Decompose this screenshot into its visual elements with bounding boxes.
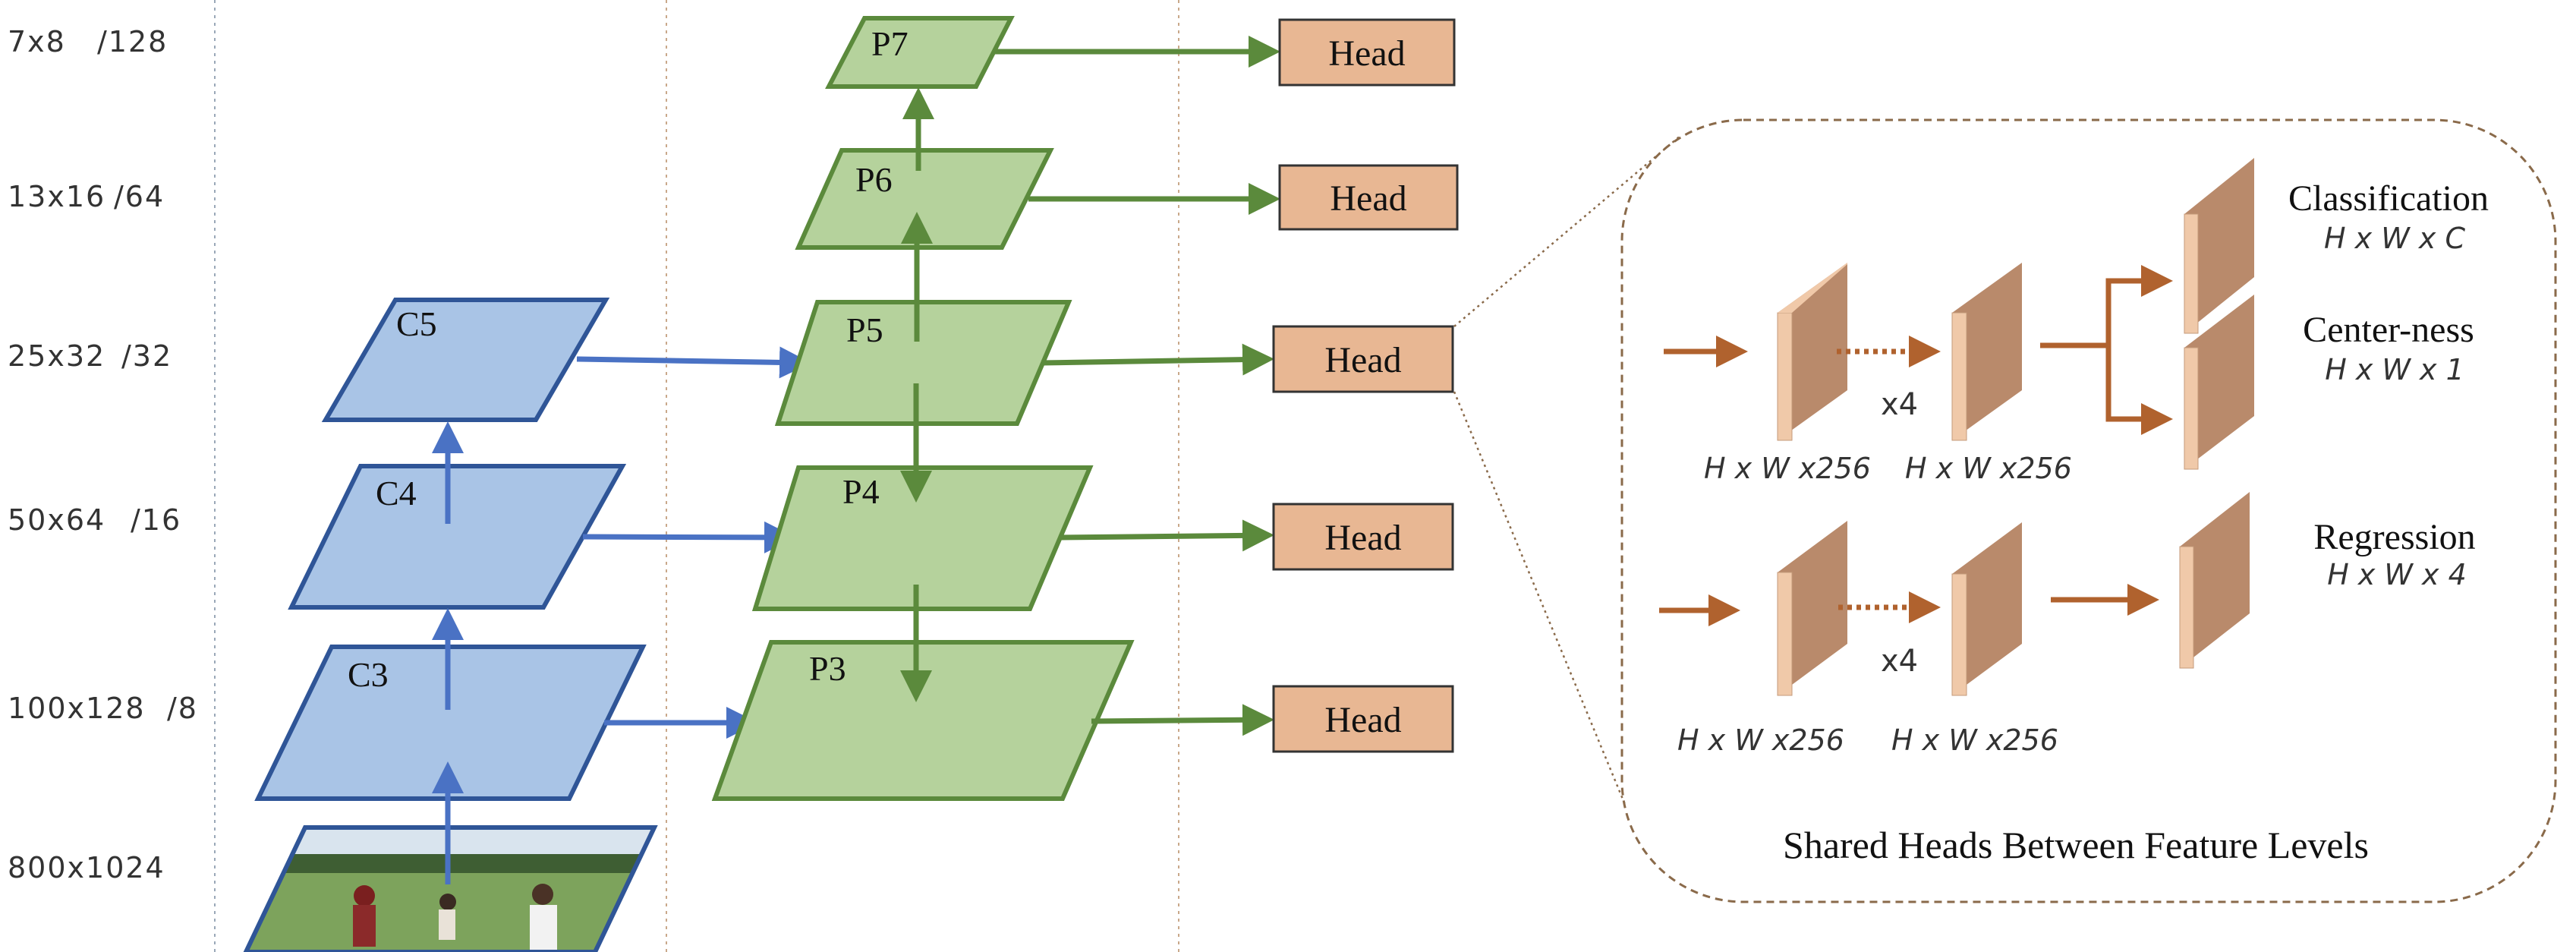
conv-block bbox=[1777, 263, 1847, 441]
zoom-lines bbox=[1453, 134, 1682, 807]
head-arrow bbox=[1041, 343, 1274, 376]
head-arrow bbox=[1058, 519, 1274, 552]
output-title: Regression bbox=[2313, 517, 2475, 557]
head-box bbox=[1278, 18, 1456, 87]
backbone-level-c4 bbox=[288, 464, 627, 610]
backbone-levels: C5 C4 C3 bbox=[254, 298, 647, 801]
pyramid-vertical-arrows bbox=[900, 87, 934, 702]
feature-dim-label: H x W x256 bbox=[1704, 452, 1871, 485]
shared-head-panel: x4 H x W x256 H x W x256 Classification … bbox=[1620, 118, 2557, 903]
head-arrows bbox=[993, 36, 1280, 736]
conv-block bbox=[1951, 263, 2022, 441]
scale-stride: /128 bbox=[97, 25, 168, 58]
head-box-label: Head bbox=[1328, 33, 1405, 74]
pyramid-level-p4 bbox=[751, 465, 1094, 611]
output-dim: H x W x C bbox=[2324, 222, 2465, 255]
repeat-label: x4 bbox=[1881, 387, 1918, 422]
pyramid-level-p6 bbox=[795, 148, 1054, 250]
conv-block bbox=[1951, 522, 2022, 696]
scale-stride: /64 bbox=[114, 180, 165, 213]
pyramid-level-p3 bbox=[711, 640, 1135, 801]
panel-caption: Shared Heads Between Feature Levels bbox=[1783, 824, 2369, 866]
pyramid-label-p3: P3 bbox=[809, 649, 846, 688]
output-dim: H x W x 1 bbox=[2325, 353, 2464, 386]
head-box bbox=[1278, 164, 1459, 231]
head-box bbox=[1272, 503, 1454, 571]
pyramid-label-p7: P7 bbox=[871, 24, 909, 63]
feature-dim-label: H x W x256 bbox=[1677, 723, 1844, 757]
scale-size: 13x16 bbox=[8, 180, 105, 213]
conv-block bbox=[1777, 521, 1847, 696]
head-arrow bbox=[1091, 704, 1274, 736]
head-box-label: Head bbox=[1324, 700, 1401, 740]
zoom-line bbox=[1453, 134, 1682, 327]
output-dim: H x W x 4 bbox=[2327, 558, 2467, 591]
backbone-level-c5 bbox=[321, 298, 610, 422]
output-block-centerness bbox=[2184, 295, 2254, 470]
split-arrows bbox=[2040, 265, 2173, 435]
panel-border bbox=[1620, 118, 2557, 903]
pyramid-levels: P7 P6 P5 P4 P3 bbox=[711, 16, 1135, 801]
pyramid-label-p6: P6 bbox=[855, 160, 893, 199]
scale-labels: 7x8 /128 13x16 /64 25x32 /32 50x64 /16 1… bbox=[8, 25, 198, 884]
scale-size: 50x64 bbox=[8, 503, 105, 537]
input-image bbox=[243, 825, 658, 952]
scale-stride: /16 bbox=[131, 503, 181, 537]
lateral-arrows bbox=[576, 346, 811, 739]
pyramid-level-p7 bbox=[825, 16, 1015, 89]
scale-size: 800x1024 bbox=[8, 851, 165, 884]
pyramid-level-p5 bbox=[774, 300, 1072, 426]
backbone-level-c3 bbox=[254, 645, 647, 801]
head-box bbox=[1272, 325, 1454, 393]
pyramid-label-p5: P5 bbox=[846, 311, 883, 349]
head-boxes: Head Head Head Head Head bbox=[1272, 18, 1459, 753]
backbone-label-c5: C5 bbox=[396, 304, 437, 343]
lateral-arrow bbox=[576, 346, 811, 379]
feature-dim-label: H x W x256 bbox=[1891, 723, 2058, 757]
output-title: Classification bbox=[2288, 178, 2489, 219]
output-title: Center-ness bbox=[2303, 310, 2474, 350]
backbone-label-c4: C4 bbox=[376, 474, 417, 512]
head-box-label: Head bbox=[1324, 340, 1401, 380]
head-box-label: Head bbox=[1330, 178, 1406, 219]
head-box bbox=[1272, 685, 1454, 753]
scale-size: 25x32 bbox=[8, 339, 105, 373]
zoom-line bbox=[1453, 391, 1627, 807]
repeat-label: x4 bbox=[1881, 644, 1918, 679]
backbone-label-c3: C3 bbox=[348, 655, 389, 694]
scale-stride: /32 bbox=[121, 339, 172, 373]
output-block-regression bbox=[2179, 492, 2250, 669]
feature-dim-label: H x W x256 bbox=[1905, 452, 2072, 485]
output-block-classification bbox=[2184, 158, 2254, 334]
scale-stride: /8 bbox=[167, 692, 198, 725]
scale-size: 100x128 bbox=[8, 692, 146, 725]
scale-size: 7x8 bbox=[8, 25, 66, 58]
pyramid-label-p4: P4 bbox=[842, 472, 880, 511]
head-box-label: Head bbox=[1324, 518, 1401, 558]
